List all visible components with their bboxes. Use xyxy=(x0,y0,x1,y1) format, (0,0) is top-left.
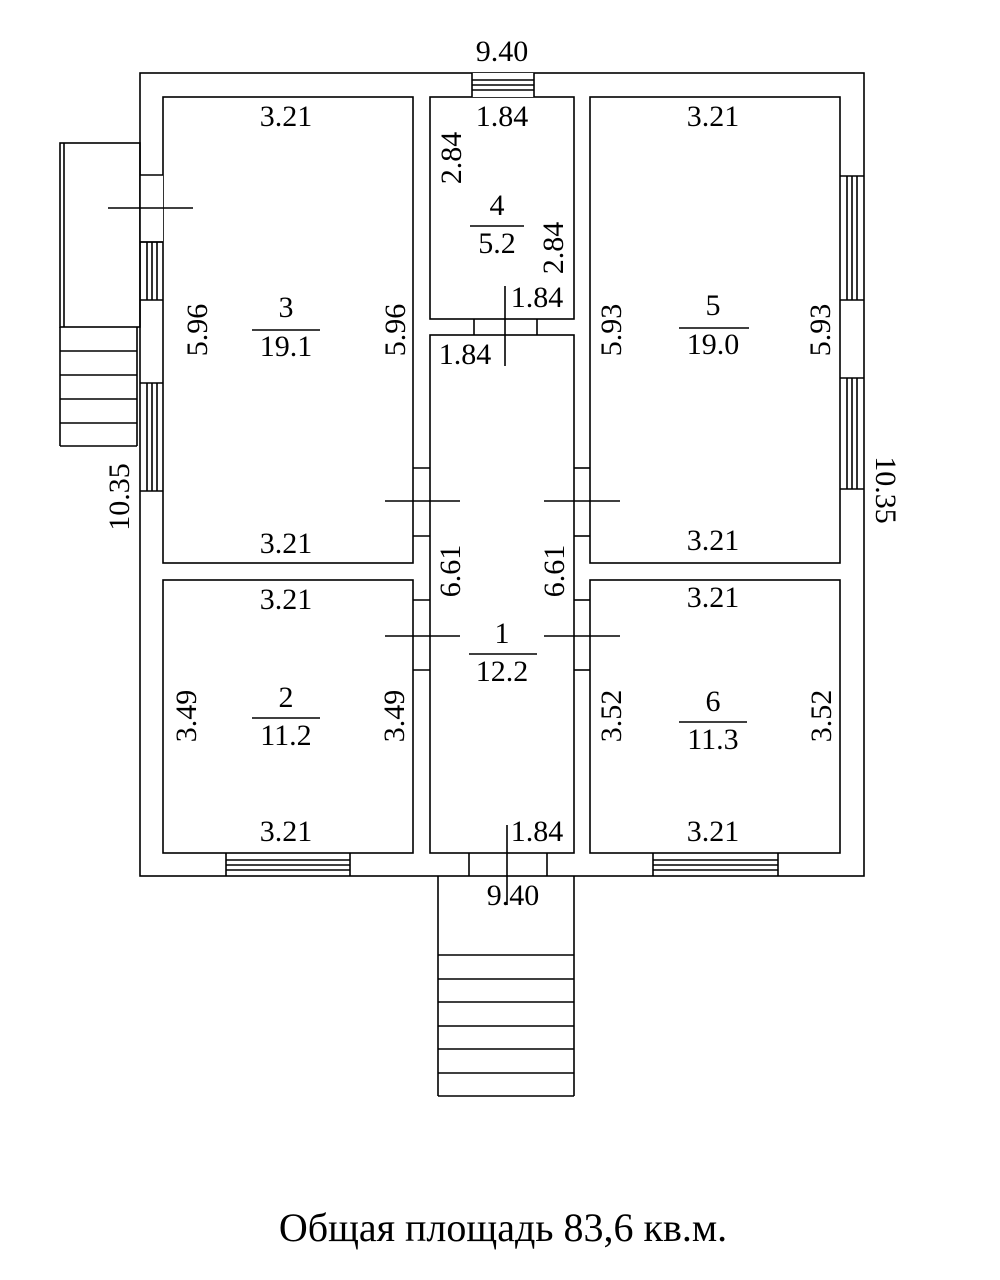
room-4-top-dim: 1.84 xyxy=(476,100,529,133)
room-6-right-dim: 3.52 xyxy=(805,690,838,743)
room-3-bottom-dim: 3.21 xyxy=(260,527,313,560)
door-left-upper xyxy=(108,174,193,243)
room-3-left-dim: 5.96 xyxy=(181,304,214,357)
room-2-left-dim: 3.49 xyxy=(170,690,203,743)
room-2-bottom-dim: 3.21 xyxy=(260,815,313,848)
room-1-left-dim: 6.61 xyxy=(434,545,467,598)
door-room-4 xyxy=(473,286,538,366)
room-6-number: 6 xyxy=(706,685,721,718)
room-4-left-dim: 2.84 xyxy=(435,132,468,185)
room-4-right-dim: 2.84 xyxy=(537,222,570,275)
room-2-top-dim: 3.21 xyxy=(260,583,313,616)
room-6-outline xyxy=(589,579,841,854)
room-1-outline xyxy=(429,334,575,854)
room-5-top-dim: 3.21 xyxy=(687,100,740,133)
room-3-outline xyxy=(162,96,414,564)
room-5-left-dim: 5.93 xyxy=(595,304,628,357)
room-6-bottom-dim: 3.21 xyxy=(687,815,740,848)
door-room-5 xyxy=(544,467,620,537)
room-6-top-dim: 3.21 xyxy=(687,581,740,614)
total-area-caption: Общая площадь 83,6 кв.м. xyxy=(279,1205,727,1250)
entrance-porch xyxy=(437,876,575,1096)
window-left-upper xyxy=(140,241,163,301)
room-3-top-dim: 3.21 xyxy=(260,100,313,133)
room-4-bottom-dim: 1.84 xyxy=(511,281,564,314)
room-4-area: 5.2 xyxy=(478,227,516,260)
window-bottom-right xyxy=(652,853,779,876)
window-bottom-left xyxy=(225,853,351,876)
room-4-number: 4 xyxy=(490,189,505,222)
room-2-right-dim: 3.49 xyxy=(378,690,411,743)
entrance-stairs xyxy=(438,954,574,1097)
window-right-lower xyxy=(840,377,864,490)
left-porch xyxy=(59,142,141,328)
room-2-area: 11.2 xyxy=(260,719,311,752)
left-stairs xyxy=(59,327,138,447)
overall-width-bottom: 9.40 xyxy=(487,879,540,912)
room-1-bottom-dim: 1.84 xyxy=(511,815,564,848)
room-2-outline xyxy=(162,579,414,854)
room-1-top-dim: 1.84 xyxy=(439,338,492,371)
room-3-area: 19.1 xyxy=(260,330,313,363)
room-6-area: 11.3 xyxy=(687,723,738,756)
overall-height-right: 10.35 xyxy=(869,456,902,524)
overall-height-left: 10.35 xyxy=(103,463,136,531)
room-1-number: 1 xyxy=(495,617,510,650)
room-5-right-dim: 5.93 xyxy=(804,304,837,357)
room-5-outline xyxy=(589,96,841,564)
overall-width-top: 9.40 xyxy=(476,35,529,68)
door-room-6 xyxy=(544,599,620,671)
room-3-number: 3 xyxy=(279,291,294,324)
room-5-area: 19.0 xyxy=(687,328,740,361)
window-right-upper xyxy=(840,175,864,301)
room-5-number: 5 xyxy=(706,289,721,322)
room-5-bottom-dim: 3.21 xyxy=(687,524,740,557)
room-2-number: 2 xyxy=(279,681,294,714)
room-1-area: 12.2 xyxy=(476,655,529,688)
room-6-left-dim: 3.52 xyxy=(595,690,628,743)
room-3-right-dim: 5.96 xyxy=(379,304,412,357)
window-top xyxy=(471,73,535,97)
door-room-3 xyxy=(385,467,460,537)
room-1-right-dim: 6.61 xyxy=(538,545,571,598)
door-room-2 xyxy=(385,599,460,671)
window-left-lower xyxy=(140,382,163,492)
entrance-door xyxy=(468,825,548,905)
